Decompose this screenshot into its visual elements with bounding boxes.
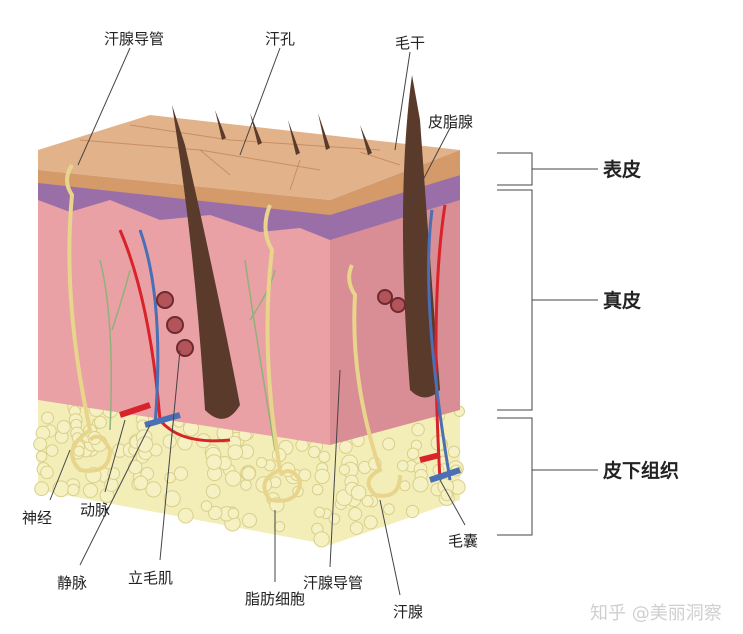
fat-cell — [241, 466, 256, 481]
fat-cell — [145, 481, 162, 498]
fat-cell — [227, 444, 244, 461]
fat-cell — [225, 470, 242, 487]
fat-cell — [447, 445, 461, 458]
fat-cell — [177, 507, 194, 524]
label-arrector-pili: 立毛肌 — [128, 569, 173, 587]
fat-cell — [67, 483, 80, 497]
fat-cell — [338, 464, 350, 476]
label-pore: 汗孔 — [265, 30, 295, 48]
label-hair-follicle: 毛囊 — [448, 532, 478, 550]
fat-cell — [56, 420, 71, 434]
nerve — [99, 259, 276, 451]
fat-cell — [397, 460, 409, 472]
label-epidermis: 表皮 — [603, 158, 641, 181]
label-sweat-duct-top: 汗腺导管 — [104, 30, 164, 48]
fat-cell — [127, 459, 143, 475]
fat-cell — [314, 468, 330, 484]
fat-cell — [338, 440, 353, 454]
label-fat-cells: 脂肪细胞 — [245, 590, 305, 608]
fat-cell — [200, 500, 213, 512]
fat-cell — [405, 504, 420, 519]
fat-cell — [133, 475, 149, 491]
epidermis-top — [38, 115, 460, 200]
fat-cell — [273, 521, 286, 533]
fat-cell — [382, 437, 396, 451]
fat-cell — [348, 507, 363, 521]
fat-cell — [164, 472, 176, 484]
label-sebaceous-gland: 皮脂腺 — [428, 113, 473, 131]
label-artery: 动脉 — [80, 501, 110, 519]
fat-cell — [163, 490, 181, 508]
label-sweat-duct-bottom: 汗腺导管 — [303, 574, 363, 592]
fat-cell — [205, 484, 221, 499]
fat-cell — [45, 444, 59, 457]
layer-brackets — [497, 152, 598, 536]
fat-cell — [208, 505, 223, 521]
label-dermis: 真皮 — [603, 289, 641, 312]
fat-cell — [311, 483, 324, 496]
label-sweat-gland: 汗腺 — [393, 603, 423, 621]
fat-cell — [314, 506, 326, 518]
fat-cell — [93, 415, 107, 429]
label-vein: 静脉 — [57, 574, 87, 592]
fat-cell — [162, 434, 177, 449]
fat-cell — [328, 513, 341, 525]
fat-cell — [318, 450, 331, 463]
fat-cell — [34, 481, 49, 497]
fat-cell — [242, 512, 257, 528]
fat-cell — [411, 422, 425, 437]
label-subcutaneous: 皮下组织 — [603, 459, 679, 482]
fat-cell — [308, 445, 321, 459]
fat-cell — [173, 466, 189, 481]
sweat-duct — [347, 264, 402, 498]
fat-cell — [40, 465, 54, 480]
fat-cell — [256, 457, 268, 469]
fat-cell — [136, 436, 154, 453]
sweat-duct — [65, 163, 113, 473]
fat-cell — [363, 515, 378, 530]
watermark: 知乎 @美丽洞察 — [590, 603, 722, 624]
sweat-duct — [262, 204, 303, 503]
vein — [138, 209, 452, 481]
fat-cell — [35, 450, 48, 463]
label-nerve: 神经 — [22, 509, 52, 527]
fat-cell — [406, 447, 420, 460]
fat-cell — [383, 503, 395, 516]
fat-cell — [399, 480, 411, 492]
fat-cell — [313, 531, 330, 548]
fat-cell — [350, 484, 367, 501]
fat-cell — [298, 468, 312, 482]
fat-cell — [41, 411, 54, 425]
fat-cell — [83, 483, 98, 498]
fat-cell — [412, 476, 429, 493]
fat-cell — [240, 479, 252, 491]
fat-cell — [107, 467, 121, 481]
fat-cell — [361, 495, 374, 508]
fat-cell — [227, 507, 240, 520]
fat-cell — [206, 454, 222, 471]
fat-cell — [349, 521, 364, 535]
label-hair-shaft: 毛干 — [395, 34, 425, 52]
fat-cell — [33, 437, 47, 452]
fat-cell — [52, 480, 70, 498]
